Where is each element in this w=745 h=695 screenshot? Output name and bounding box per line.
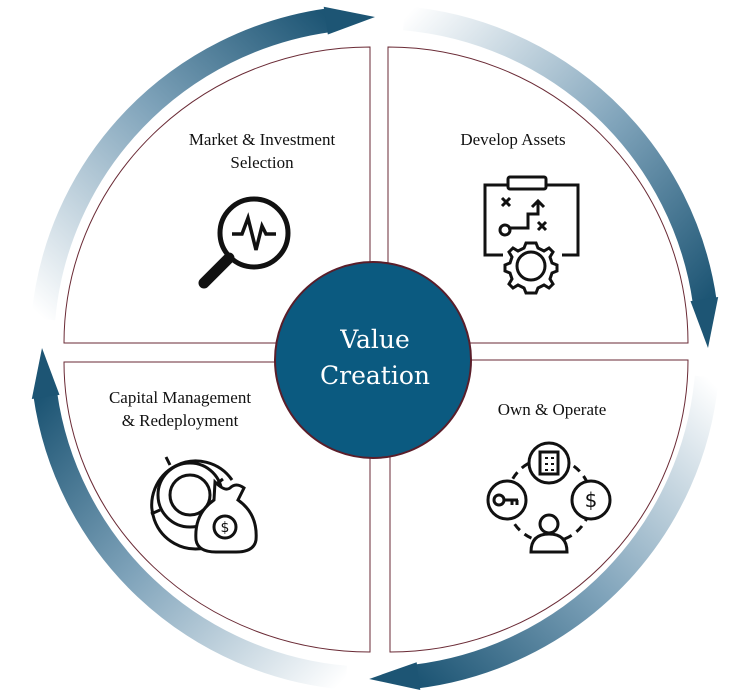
magnifier-pulse-icon [198, 196, 291, 289]
arrow-top-left-body [31, 8, 331, 321]
arrow-top-left-head [323, 6, 375, 35]
label-line: Own & Operate [497, 400, 607, 419]
arrow-bottom-right-head [369, 662, 421, 691]
svg-text:$: $ [585, 488, 598, 512]
arrow-top-right-body [402, 6, 717, 304]
label-develop-assets: Develop Assets [413, 128, 613, 151]
quadrant-develop-assets [387, 46, 689, 344]
label-line: Capital Management [108, 388, 252, 407]
cycle-arrows [31, 6, 719, 691]
label-line: Selection [230, 153, 294, 172]
label-line: Market & Investment [188, 130, 336, 149]
gear-money-bag-icon: $ [150, 456, 258, 554]
label-own-operate: Own & Operate [452, 398, 652, 421]
center-title-line: Creation [320, 361, 430, 390]
label-line: & Redeployment [121, 411, 239, 430]
svg-text:$: $ [221, 520, 230, 536]
arrow-bottom-left-body [33, 392, 348, 690]
center-circle [274, 261, 472, 459]
building-key-dollar-person-icon: $ [486, 441, 612, 554]
quadrant-own-operate [389, 359, 689, 653]
center-title-line: Value [340, 325, 410, 354]
arrow-top-right-head [690, 297, 719, 348]
label-line: Develop Assets [460, 130, 566, 149]
clipboard-strategy-gear-icon [483, 175, 580, 295]
arrow-bottom-right-body [414, 375, 719, 689]
label-market-investment: Market & Investment Selection [162, 128, 362, 174]
arrow-bottom-left-head [31, 348, 60, 399]
label-capital-management: Capital Management & Redeployment [80, 386, 280, 432]
center-title: Value Creation [275, 322, 475, 394]
quadrant-market-investment [63, 46, 371, 344]
